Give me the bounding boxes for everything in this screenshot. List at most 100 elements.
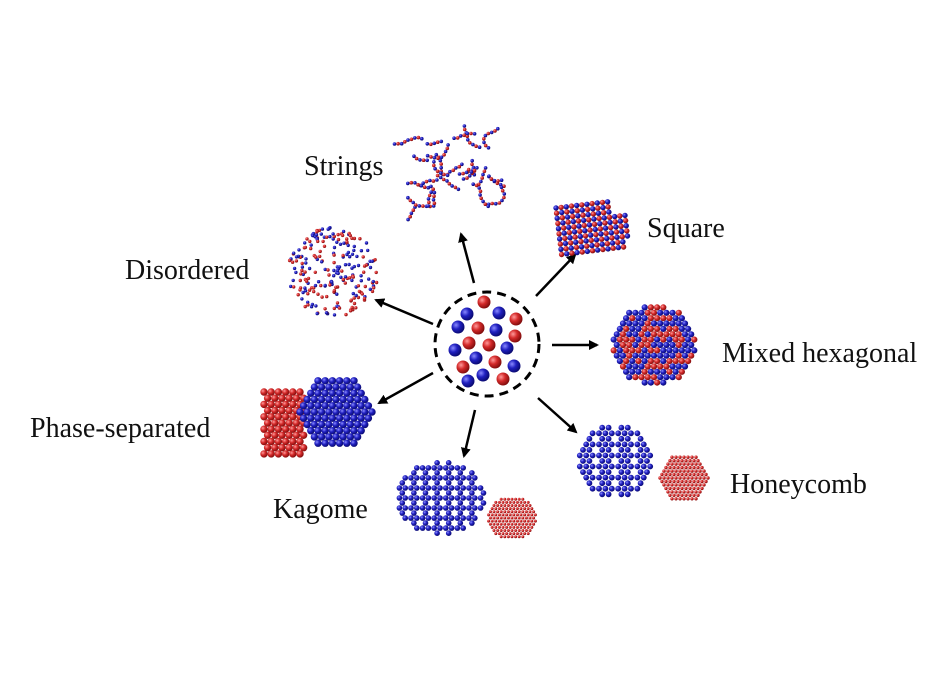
disordered-particle [370, 259, 374, 263]
honeycomb-red-particle [694, 462, 698, 466]
center-particle [507, 359, 521, 373]
mixed-hex-particle [616, 325, 624, 332]
kagome-particle [434, 510, 440, 516]
disordered-particle [309, 243, 313, 247]
disordered-particle [354, 306, 358, 310]
honeycomb-red-particle [674, 490, 678, 494]
disordered-particle [315, 311, 319, 316]
square-particle [584, 206, 591, 213]
kagome-red-particle [526, 519, 530, 523]
kagome-particle [457, 510, 464, 516]
honeycomb-particle [644, 469, 650, 475]
honeycomb-red-particle [672, 493, 676, 497]
red-phase-particle [260, 400, 268, 409]
square-particle [584, 201, 590, 207]
kagome-red-particle [512, 532, 516, 536]
mixed-hex-particle [650, 363, 658, 370]
honeycomb-red-particle [664, 472, 668, 477]
red-phase-particle [274, 388, 283, 396]
mixed-hex-particle [647, 358, 655, 365]
kagome-red-particle [521, 535, 525, 539]
kagome-particle [448, 505, 455, 511]
square-particle [604, 241, 611, 247]
honeycomb-red-particle [670, 462, 674, 466]
blue-phase-particle [310, 420, 319, 429]
kagome-red-particle [490, 507, 494, 511]
honeycomb-red-particle [690, 490, 694, 494]
mixed-hex-particle [638, 374, 645, 381]
disordered-particle [306, 292, 310, 296]
square-particle [593, 237, 600, 243]
mixed-hex-particle [672, 325, 679, 332]
kagome-particle [408, 495, 414, 501]
kagome-particle [419, 475, 426, 481]
string-particle [492, 178, 497, 183]
mixed-hex-particle [669, 363, 676, 370]
square-particle [574, 249, 580, 256]
honeycomb-particle [596, 463, 602, 470]
honeycomb-particle [599, 447, 606, 453]
kagome-red-particle [515, 532, 519, 536]
string-particle [462, 133, 467, 138]
kagome-red-particle [496, 504, 500, 507]
blue-phase-particle [343, 427, 351, 435]
honeycomb-red-particle [678, 455, 682, 459]
disordered-particle [346, 243, 350, 248]
kagome-particle [448, 475, 455, 481]
mixed-hex-particle [675, 331, 682, 338]
string-particle [419, 183, 424, 188]
honeycomb-particle [615, 441, 622, 448]
mixed-hex-particle [629, 325, 636, 332]
kagome-red-particle [492, 529, 496, 532]
honeycomb-red-particle [682, 476, 686, 480]
kagome-particle [419, 485, 426, 491]
kagome-particle [419, 465, 426, 471]
kagome-red-particle [494, 507, 498, 511]
blue-phase-particle [346, 408, 355, 416]
mixed-hex-particle [641, 379, 648, 386]
disordered-particle [328, 234, 332, 239]
mixed-hex-particle [669, 341, 676, 349]
disordered-particle [372, 286, 376, 290]
mixed-hex-particle [623, 358, 630, 365]
honeycomb-red-particle [666, 462, 670, 466]
kagome-red-particle [533, 513, 537, 517]
square-particle [581, 222, 587, 229]
blue-phase-particle [317, 408, 326, 416]
blue-phase-particle [346, 383, 355, 391]
kagome-red-particle [524, 522, 528, 526]
kagome-particle [477, 485, 484, 491]
kagome-particle [460, 495, 467, 501]
mixed-hex-particle [619, 352, 627, 359]
disordered-particle [330, 280, 334, 284]
honeycomb-red-particle [682, 455, 686, 459]
honeycomb-particle [599, 480, 606, 487]
kagome-red-particle [497, 519, 501, 523]
kagome-red-particle [492, 522, 496, 526]
blue-phase-particle [317, 395, 326, 404]
disordered-particle [325, 235, 329, 239]
disordered-particle [346, 250, 351, 255]
kagome-particle [466, 515, 472, 521]
string-particle [392, 142, 397, 146]
red-phase-particle [281, 437, 290, 446]
mixed-hex-particle [641, 368, 648, 375]
mixed-hex-particle [638, 331, 645, 338]
mixed-hex-particle [626, 341, 633, 349]
honeycomb-particle [618, 491, 625, 498]
mixed-hex-particle [691, 336, 698, 343]
blue-phase-particle [346, 395, 355, 404]
string-particle [421, 158, 426, 162]
kagome-red-particle [492, 510, 496, 514]
string-particle [469, 170, 474, 174]
string-particle [486, 131, 491, 136]
square-particle [587, 227, 593, 233]
string-particle [443, 149, 448, 154]
string-particle [461, 177, 466, 181]
blue-phase-particle [353, 408, 362, 416]
disordered-particle [350, 252, 355, 256]
disordered-particle [322, 244, 327, 248]
blue-phase-particle [328, 414, 337, 422]
mixed-hex-particle [647, 336, 655, 343]
kagome-red-particle [499, 510, 503, 514]
